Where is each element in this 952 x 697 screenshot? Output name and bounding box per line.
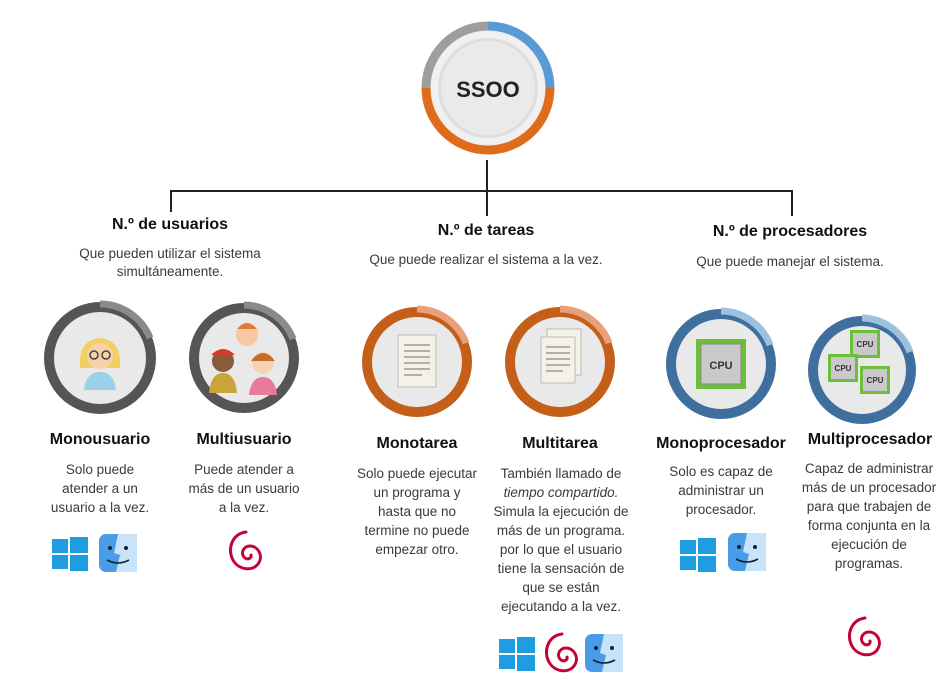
item-title-multitarea: Multitarea	[522, 435, 598, 452]
windows-logo-icon	[499, 637, 535, 671]
item-text-multitarea-italic: tiempo compartido.	[503, 485, 619, 500]
debian-logo-icon	[848, 616, 881, 657]
connector-horizontal	[170, 190, 793, 192]
category-desc-tasks: Que puede realizar el sistema a la vez.	[369, 252, 603, 267]
category-header-tasks: N.º de tareas	[437, 222, 535, 239]
multiple-users-icon	[209, 323, 277, 395]
item-text-multiusuario: Puede atender a más de un usuario a la v…	[188, 462, 300, 515]
cpu-label: CPU	[857, 340, 874, 349]
item-title-monoprocesador: Monoprocesador	[656, 435, 786, 452]
cpu-label: CPU	[835, 364, 852, 373]
item-title-multiusuario: Multiusuario	[196, 431, 292, 448]
debian-logo-icon	[545, 632, 578, 673]
category-header-procs: N.º de procesadores	[712, 223, 868, 240]
monoprocesador-node: CPU	[666, 307, 776, 419]
windows-logo-icon	[680, 538, 716, 572]
item-text-multiprocesador: Capaz de administrar más de un procesado…	[801, 461, 937, 571]
connector-tasks	[486, 190, 488, 216]
macos-finder-icon	[99, 534, 137, 572]
item-text-monoprocesador: Solo es capaz de administrar un procesad…	[669, 464, 773, 517]
macos-finder-icon	[585, 634, 623, 672]
document-icon	[397, 334, 437, 388]
item-text-monotarea: Solo puede ejecutar un programa y hasta …	[356, 466, 478, 557]
category-header-users: N.º de usuarios	[111, 216, 229, 233]
root-label: SSOO	[456, 77, 520, 102]
connector-users	[170, 190, 172, 212]
item-text-multitarea-prefix: También llamado de	[500, 466, 622, 481]
cpu-label: CPU	[709, 360, 732, 372]
item-text-monousuario: Solo puede atender a un usuario a la vez…	[50, 462, 150, 515]
item-title-monotarea: Monotarea	[376, 435, 458, 452]
cpu-icon: CPU	[696, 339, 746, 389]
single-user-icon	[79, 338, 121, 390]
monousuario-node	[44, 300, 156, 414]
monotarea-node	[362, 305, 472, 417]
documents-icon	[540, 328, 582, 384]
multiusuario-node	[189, 301, 299, 413]
cpu-label: CPU	[867, 376, 884, 385]
multiple-cpu-icon: CPU CPU CPU	[828, 330, 890, 394]
item-title-multiprocesador: Multiprocesador	[807, 431, 933, 448]
windows-logo-icon	[52, 537, 88, 571]
connector-root	[486, 160, 488, 192]
item-text-multitarea-rest: Simula la ejecución de más de un program…	[493, 504, 629, 614]
item-text-multitarea: También llamado de tiempo compartido. Si…	[488, 464, 634, 616]
item-title-monousuario: Monousuario	[49, 431, 151, 448]
connector-procs	[791, 190, 793, 216]
category-desc-users: Que pueden utilizar el sistema simultáne…	[79, 246, 261, 279]
multitarea-node	[505, 305, 615, 417]
ssoo-root-node	[421, 21, 555, 155]
debian-logo-icon	[229, 530, 262, 571]
category-desc-procs: Que puede manejar el sistema.	[696, 254, 884, 269]
multiprocesador-node: CPU CPU CPU	[808, 314, 916, 424]
macos-finder-icon	[728, 533, 766, 571]
